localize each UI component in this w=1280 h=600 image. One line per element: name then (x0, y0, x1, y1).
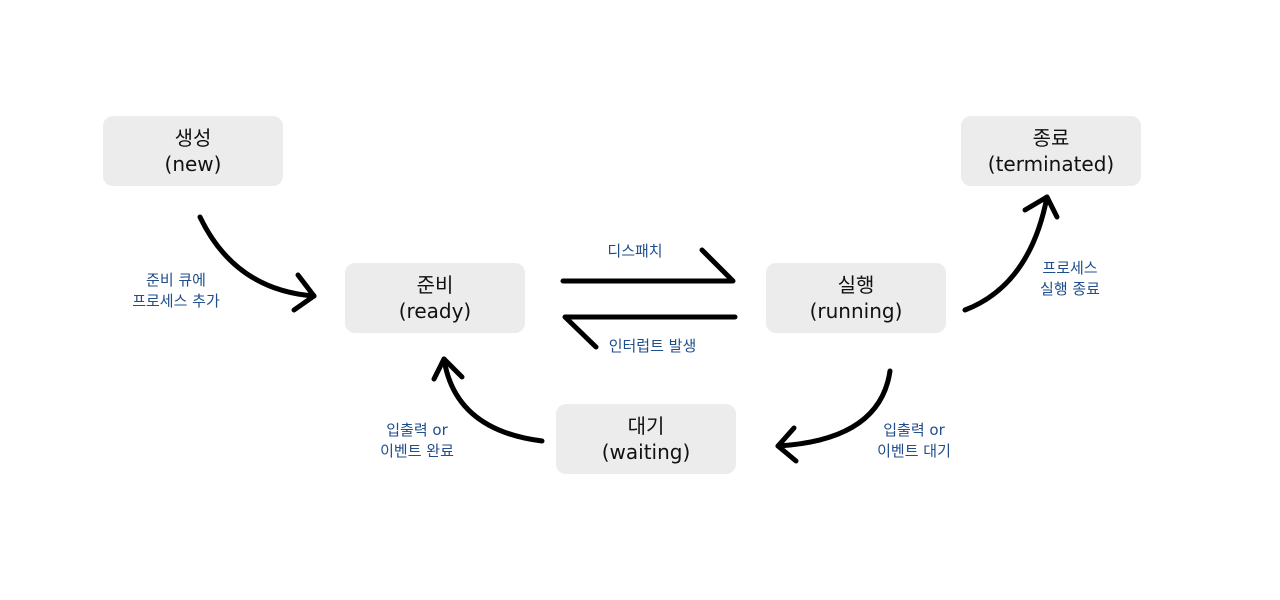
label-io-wait-line1: 입출력 or (883, 421, 945, 439)
label-exit: 프로세스 실행 종료 (1022, 258, 1118, 300)
label-admit: 준비 큐에 프로세스 추가 (108, 270, 244, 312)
state-new: 생성 (new) (103, 116, 283, 186)
state-new-en: (new) (164, 152, 222, 176)
label-io-done: 입출력 or 이벤트 완료 (362, 420, 472, 462)
arrow-waiting-to-ready (441, 356, 545, 444)
state-waiting-en: (waiting) (601, 440, 691, 464)
label-exit-line2: 실행 종료 (1040, 280, 1100, 298)
state-running-name: 실행 (837, 273, 875, 297)
state-ready-name: 준비 (416, 273, 454, 297)
label-io-done-line1: 입출력 or (386, 421, 448, 439)
label-dispatch-line1: 디스패치 (607, 242, 663, 260)
arrow-waiting-to-ready-head (431, 356, 465, 382)
state-terminated-en: (terminated) (987, 152, 1115, 176)
label-io-wait-line2: 이벤트 대기 (877, 442, 951, 460)
label-exit-line1: 프로세스 (1042, 259, 1098, 277)
label-interrupt-line1: 인터럽트 발생 (608, 337, 697, 355)
state-running-en: (running) (809, 299, 903, 323)
state-new-name: 생성 (174, 126, 212, 150)
arrow-running-to-terminated (962, 194, 1050, 313)
arrow-running-to-terminated-head (1022, 194, 1060, 220)
arrow-new-to-ready-head (291, 272, 317, 313)
arrow-new-to-ready (197, 214, 317, 299)
arrow-interrupt (562, 314, 738, 350)
arrow-running-to-waiting (775, 368, 893, 449)
arrow-running-to-waiting-head (775, 425, 799, 464)
label-interrupt: 인터럽트 발생 (590, 336, 715, 357)
state-waiting-name: 대기 (627, 414, 665, 438)
state-ready: 준비 (ready) (345, 263, 525, 333)
label-admit-line2: 프로세스 추가 (132, 292, 220, 310)
state-terminated: 종료 (terminated) (961, 116, 1141, 186)
label-io-wait: 입출력 or 이벤트 대기 (862, 420, 966, 462)
state-running: 실행 (running) (766, 263, 946, 333)
state-terminated-name: 종료 (1032, 126, 1070, 150)
state-ready-en: (ready) (398, 299, 472, 323)
label-admit-line1: 준비 큐에 (146, 271, 206, 289)
arrow-dispatch (560, 247, 736, 284)
label-dispatch: 디스패치 (585, 241, 685, 262)
label-io-done-line2: 이벤트 완료 (380, 442, 454, 460)
state-waiting: 대기 (waiting) (556, 404, 736, 474)
